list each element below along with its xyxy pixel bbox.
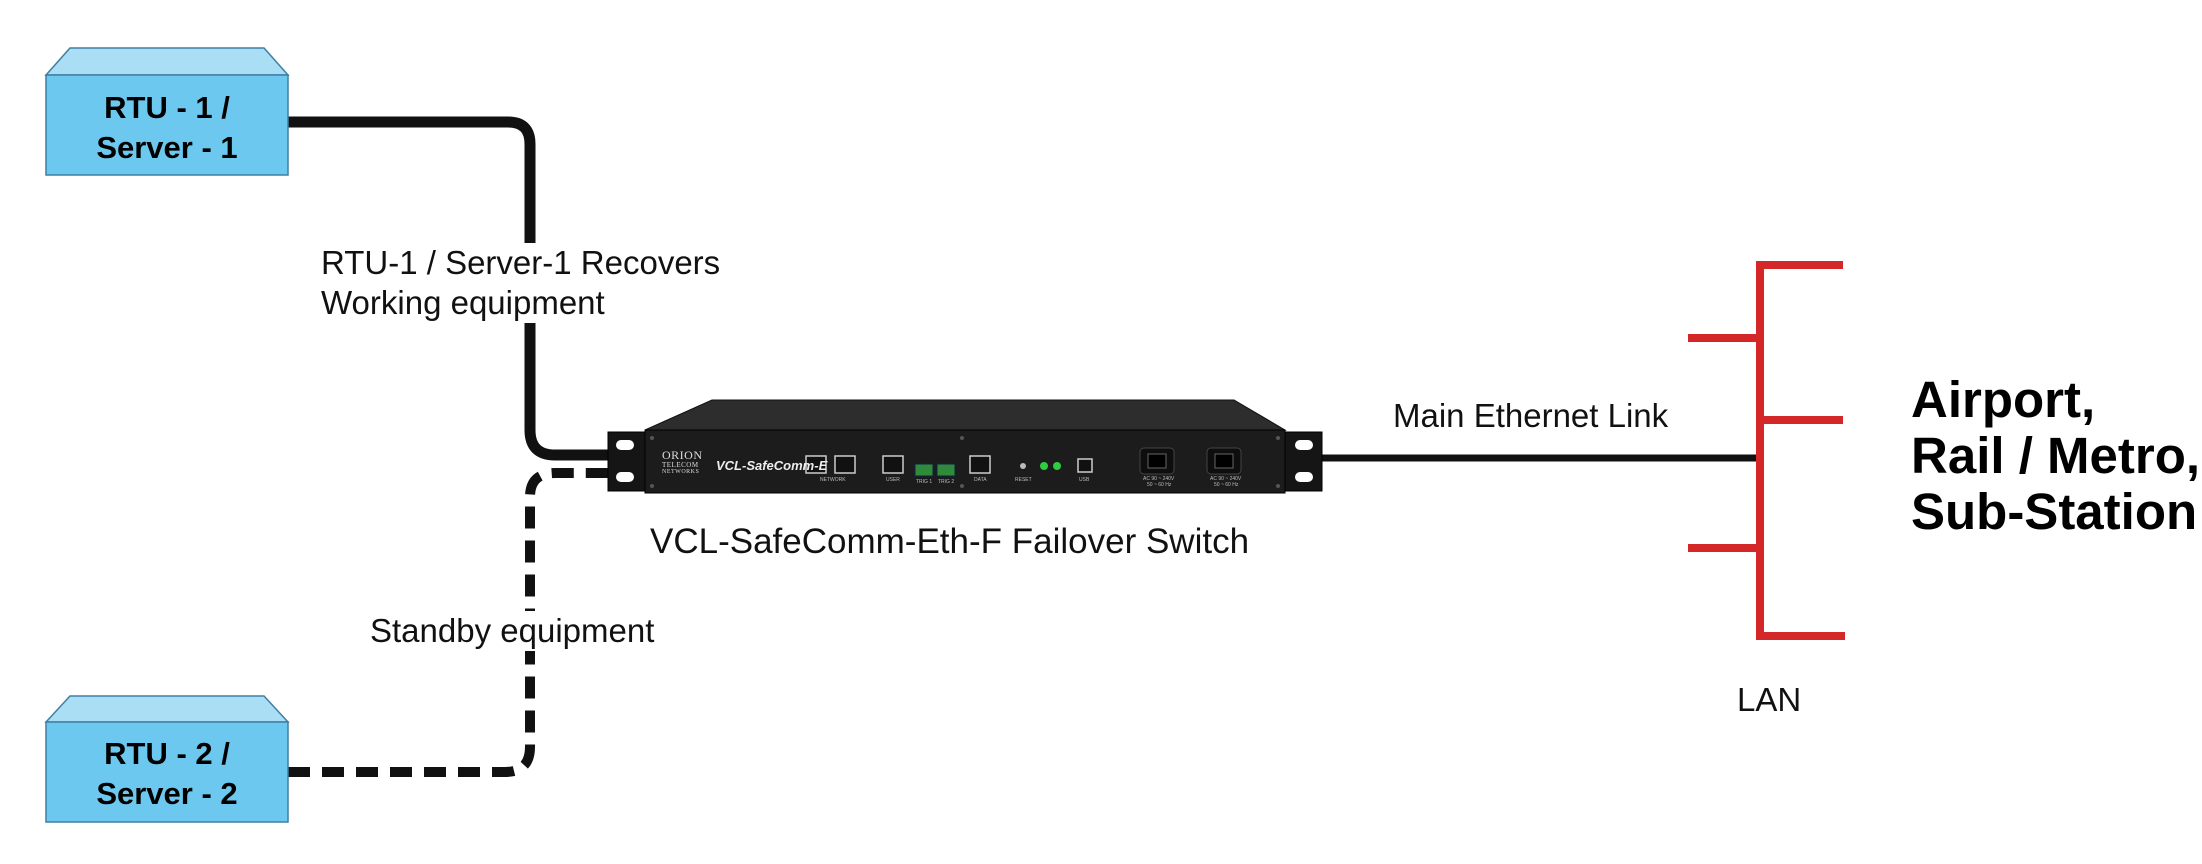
destination-label: Airport, Rail / Metro, Sub-Station [1911,372,2200,540]
brand-line3: NETWORKS [662,469,700,475]
rtu2-label: RTU - 2 / Server - 2 [46,734,288,814]
standby-equipment-label: Standby equipment [368,611,657,651]
destination-line2: Rail / Metro, [1911,427,2201,484]
reset-label: RESET [1015,477,1032,483]
rtu2-label-line2: Server - 2 [96,776,238,811]
data-port [969,455,991,474]
power1-line2: 50 ~ 60 Hz [1147,482,1172,488]
rtu1-label-line2: Server - 1 [96,130,238,165]
trig2-terminal [936,463,956,477]
device-brand-logo: ORION TELECOM NETWORKS [662,449,703,476]
device-model-label: VCL-SafeComm-E [716,458,828,473]
brand-line2: TELECOM [662,461,699,469]
status-led-1 [1040,462,1048,470]
port-user-label: USER [886,477,900,483]
device-caption: VCL-SafeComm-Eth-F Failover Switch [650,522,1250,561]
network-port-1 [805,455,827,474]
recovers-label: RTU-1 / Server-1 Recovers [321,243,725,283]
power2-line2: 50 ~ 60 Hz [1214,482,1239,488]
rtu2-label-line1: RTU - 2 / [104,736,230,771]
rtu1-box [44,47,290,176]
rtu1-label-line1: RTU - 1 / [104,90,230,125]
usb-label: USB [1079,477,1090,483]
trig1-terminal [914,463,934,477]
user-port [882,455,904,474]
port-trig1-label: TRIG 1 [916,479,933,485]
lan-label: LAN [1737,681,1802,718]
brand-line1: ORION [662,448,703,462]
port-trig2-label: TRIG 2 [938,479,955,485]
status-led-2 [1053,462,1061,470]
port-network-label: NETWORK [820,477,846,483]
network-port-2 [834,455,856,474]
failover-switch [607,399,1323,494]
lan-bus [1688,261,1845,640]
usb-port [1077,458,1093,473]
main-ethernet-link-label: Main Ethernet Link [1393,397,1669,434]
port-data-label: DATA [974,477,987,483]
reset-button [1020,463,1026,469]
power2-line1: AC 90 ~ 240V [1210,476,1242,482]
working-equipment-label: Working equipment [321,283,609,323]
power1-line1: AC 90 ~ 240V [1143,476,1175,482]
destination-line1: Airport, [1911,371,2096,428]
rtu2-box [44,695,290,823]
destination-line3: Sub-Station [1911,483,2198,540]
rtu1-label: RTU - 1 / Server - 1 [46,88,288,168]
